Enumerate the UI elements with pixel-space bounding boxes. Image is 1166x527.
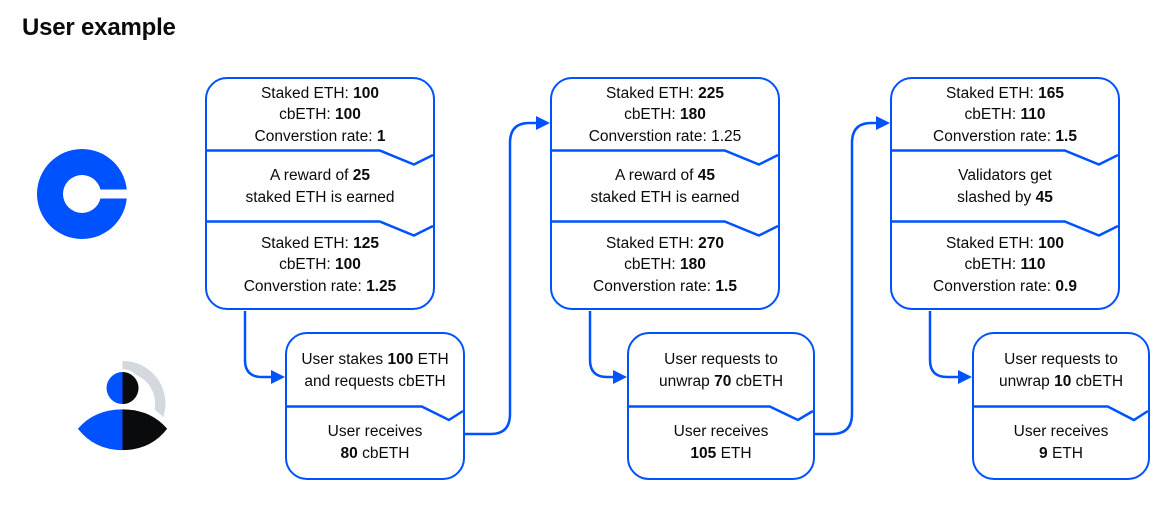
- box-line: Staked ETH: 270: [605, 234, 725, 252]
- state-box-stage3: Staked ETH: 165 cbETH: 110 Converstion r…: [890, 77, 1120, 310]
- action-box-stage1: User stakes 100 ETH and requests cbETH U…: [285, 332, 465, 480]
- box-line: Converstion rate: 1: [254, 127, 386, 145]
- box-section: Staked ETH: 270 cbETH: 180 Converstion r…: [552, 222, 778, 308]
- coinbase-logo-icon: [37, 149, 128, 239]
- state-box-stage1: Staked ETH: 100 cbETH: 100 Converstion r…: [205, 77, 435, 310]
- box-line: User receives: [673, 423, 769, 440]
- arrow-stage3-unwrap: [928, 311, 958, 379]
- box-line: cbETH: 100: [279, 106, 361, 124]
- box-line: 105 ETH: [690, 444, 752, 462]
- arrowhead-icon: [958, 370, 972, 384]
- box-section: User stakes 100 ETH and requests cbETH: [287, 334, 463, 407]
- box-section: Staked ETH: 100 cbETH: 110 Converstion r…: [892, 222, 1118, 308]
- box-section: Staked ETH: 225 cbETH: 180 Converstion r…: [552, 79, 778, 151]
- arrowhead-icon: [876, 116, 890, 130]
- arrowhead-icon: [536, 116, 550, 130]
- user-avatar-icon: [75, 360, 171, 454]
- box-line: cbETH: 180: [624, 256, 706, 274]
- box-section: Staked ETH: 165 cbETH: 110 Converstion r…: [892, 79, 1118, 151]
- box-line: User requests to: [1004, 351, 1118, 368]
- page-title: User example: [22, 14, 176, 41]
- box-line: A reward of 25: [270, 167, 370, 184]
- arrowhead-icon: [613, 370, 627, 384]
- arrowhead-icon: [271, 370, 285, 384]
- box-line: staked ETH is earned: [245, 188, 395, 206]
- box-line: cbETH: 110: [964, 106, 1046, 124]
- state-box-stage2: Staked ETH: 225 cbETH: 180 Converstion r…: [550, 77, 780, 310]
- action-box-stage3: User requests to unwrap 10 cbETH User re…: [972, 332, 1150, 480]
- box-section: User receives 80 cbETH: [287, 407, 463, 478]
- box-line: 9 ETH: [1039, 444, 1083, 462]
- box-section: User receives 9 ETH: [974, 407, 1148, 478]
- box-line: cbETH: 110: [964, 256, 1046, 274]
- arrow-stage2-unwrap: [588, 311, 613, 379]
- box-line: Staked ETH: 165: [945, 84, 1065, 102]
- box-section: Validators get slashed by 45: [892, 151, 1118, 222]
- box-line: Staked ETH: 100: [945, 234, 1065, 252]
- box-section: User requests to unwrap 70 cbETH: [629, 334, 813, 407]
- connector-stage1-to-stage2: [465, 121, 536, 436]
- box-line: Converstion rate: 1.5: [593, 277, 737, 295]
- box-section: Staked ETH: 125 cbETH: 100 Converstion r…: [207, 222, 433, 308]
- box-line: User requests to: [664, 351, 778, 368]
- box-section: A reward of 25 staked ETH is earned: [207, 151, 433, 222]
- box-line: Converstion rate: 1.25: [588, 127, 742, 145]
- box-line: Staked ETH: 125: [260, 234, 380, 252]
- avatar-crescent: [122, 360, 166, 418]
- box-line: Staked ETH: 225: [605, 84, 725, 102]
- box-section: Staked ETH: 100 cbETH: 100 Converstion r…: [207, 79, 433, 151]
- box-line: slashed by 45: [957, 188, 1053, 206]
- box-line: unwrap 10 cbETH: [998, 372, 1124, 390]
- box-line: Converstion rate: 0.9: [933, 277, 1077, 295]
- box-line: Converstion rate: 1.25: [243, 277, 397, 295]
- box-line: cbETH: 100: [279, 256, 361, 274]
- connector-stage2-to-stage3: [815, 121, 876, 436]
- box-line: and requests cbETH: [304, 372, 446, 390]
- box-line: A reward of 45: [615, 167, 715, 184]
- box-line: 80 cbETH: [340, 444, 410, 462]
- box-section: A reward of 45 staked ETH is earned: [552, 151, 778, 222]
- box-line: Validators get: [958, 167, 1052, 184]
- box-section: User requests to unwrap 10 cbETH: [974, 334, 1148, 407]
- box-section: User receives 105 ETH: [629, 407, 813, 478]
- action-box-stage2: User requests to unwrap 70 cbETH User re…: [627, 332, 815, 480]
- arrow-stage1-stake: [243, 311, 271, 379]
- box-line: Converstion rate: 1.5: [933, 127, 1077, 145]
- box-line: cbETH: 180: [624, 106, 706, 124]
- box-line: User receives: [327, 423, 423, 440]
- box-line: unwrap 70 cbETH: [658, 372, 784, 390]
- box-line: staked ETH is earned: [590, 188, 740, 206]
- box-line: User stakes 100 ETH: [301, 351, 449, 368]
- box-line: User receives: [1013, 423, 1109, 440]
- box-line: Staked ETH: 100: [260, 84, 380, 102]
